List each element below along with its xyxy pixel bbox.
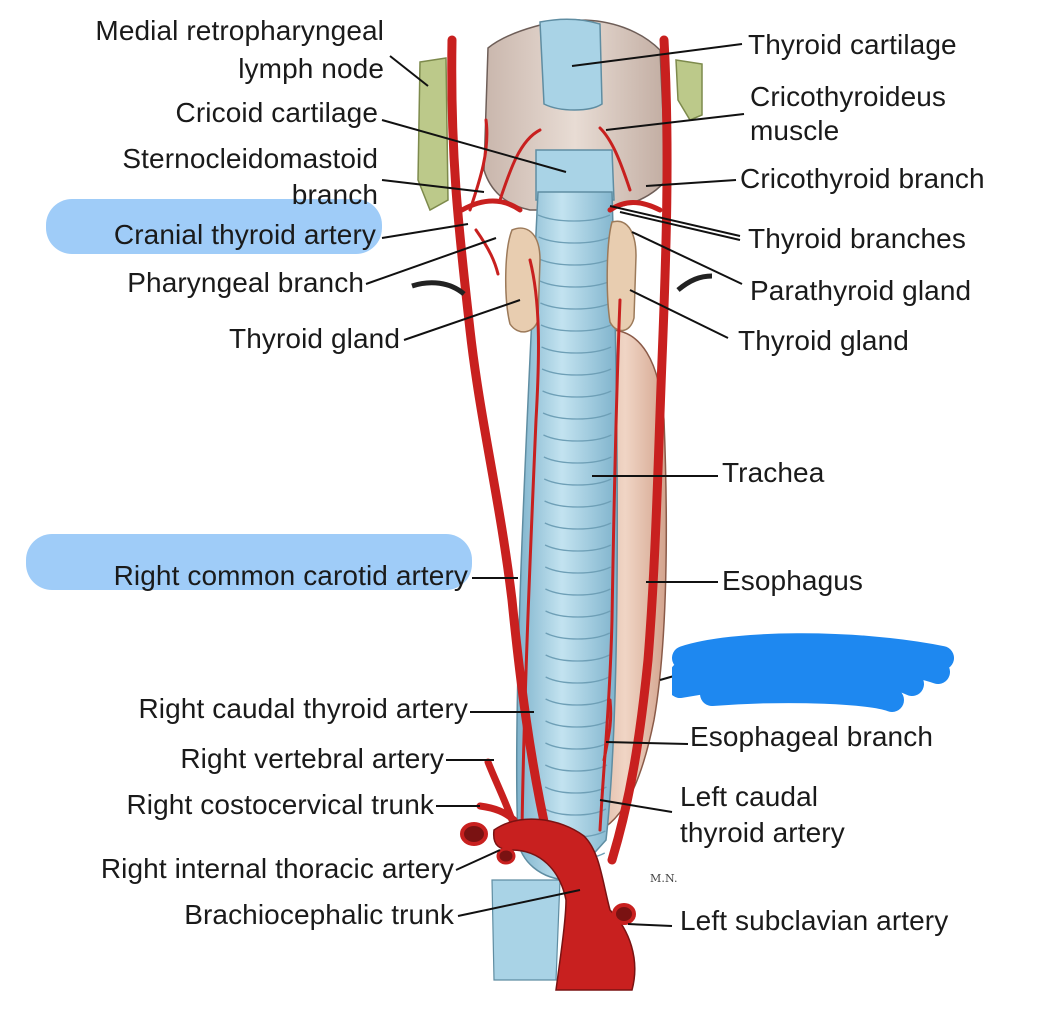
label-thyroid-cartilage: Thyroid cartilage [748,29,957,60]
label-brachiocephalic-trunk: Brachiocephalic trunk [184,899,454,930]
scribble-redaction [672,633,954,712]
leader-thyroid-branches-1 [609,205,741,237]
label-esophageal-branch: Esophageal branch [690,721,933,752]
tracheal-ring [543,478,612,486]
tracheal-ring [540,324,612,332]
label-right-internal-thoracic: Right internal thoracic artery [100,853,454,884]
esophageal-vessel [602,698,613,762]
label-right-common-carotid: Right common carotid artery [113,560,468,591]
leader-thyroid-branches-2 [619,211,741,241]
label-thyroid-branches: Thyroid branches [748,223,966,254]
tracheal-ring [545,676,610,684]
leader-medial-retro [389,55,429,87]
tracheal-ring [544,544,612,552]
label-medial-retropharyngeal-2: lymph node [238,53,384,84]
lymph-node-left [675,59,703,121]
label-left-subclavian: Left subclavian artery [680,905,949,936]
brachiocephalic-vessel [492,818,636,991]
tracheal-ring [545,698,609,706]
leader-left-subclavian [627,923,673,927]
scm-branch-vessel [468,118,489,212]
label-medial-retropharyngeal-1: Medial retropharyngeal [95,15,384,46]
thyroid-gland-right-shape [505,227,541,333]
pharyngeal-vessel [474,228,500,276]
label-right-caudal-thyroid: Right caudal thyroid artery [138,693,468,724]
right-costocervical-vessel [476,802,518,824]
tracheal-ring [544,566,612,574]
label-esophagus: Esophagus [722,565,864,596]
leader-cricothyroid-branch [645,179,737,187]
tracheal-ring [538,258,611,266]
highlight-right-common-carotid [26,534,472,590]
tracheal-ring [542,390,612,398]
thyroid-gland-left-shape [606,220,637,332]
label-cricothyroideus-1: Cricothyroideus [750,81,947,112]
tracheal-ring [543,456,612,464]
label-cricothyroideus-2: muscle [750,115,840,146]
highlight-cranial-thyroid [46,199,382,254]
leader-esophageal-branch [605,741,689,745]
label-right-costocervical: Right costocervical trunk [126,789,434,820]
label-cricoid-cartilage: Cricoid cartilage [175,97,378,128]
left-common-carotid-vessel [607,35,672,865]
hook-right [411,280,466,296]
leader-cricothyroideus [605,113,745,131]
tracheal-ring [545,588,611,596]
label-left-caudal-1: Left caudal [680,781,819,812]
left-subclavian-stump [612,903,636,925]
tracheal-rings [537,214,612,860]
label-cricothyroid-branch: Cricothyroid branch [740,163,985,194]
leader-thyroid-cartilage [571,43,743,67]
hook-left [676,273,713,292]
leader-pharyngeal [365,237,497,285]
leader-bt [457,889,581,917]
tracheal-ring [541,346,612,354]
tracheal-ring [545,654,610,662]
tracheal-ring [542,412,612,420]
label-thyroid-gland-right: Thyroid gland [229,323,400,354]
artist-signature: M.N. [650,872,678,885]
tracheal-ring [545,610,611,618]
cranial-thyroid-vessel-r [459,198,523,213]
leader-cranial-thyroid [381,223,469,239]
tracheal-ring [544,500,612,508]
label-scm-1: Sternocleidomastoid [122,143,378,174]
tracheal-ring [545,720,609,728]
leader-thyroid-r [403,299,521,341]
tracheal-ring [537,214,611,222]
tracheal-ring [538,236,611,244]
tracheal-ring [544,522,612,530]
thyroid-cartilage-shape [539,18,603,111]
cricoid-shape [535,149,615,201]
label-scm-2: branch [291,179,378,210]
leader-parathyroid [631,231,743,285]
trachea-bottom [491,879,561,981]
leader-scm [381,179,485,193]
leader-thyroid-l [629,289,729,339]
leader-cricoid [381,119,567,173]
tracheal-ring [545,764,608,772]
label-cranial-thyroid-artery: Cranial thyroid artery [113,219,376,250]
label-pharyngeal-branch: Pharyngeal branch [127,267,364,298]
right-internal-thoracic-stump-2 [496,847,516,865]
tracheal-ring [543,434,612,442]
tracheal-ring [541,368,612,376]
tracheal-ring [545,742,608,750]
label-thyroid-gland-left: Thyroid gland [738,325,909,356]
cricothyroid-vessel-l [598,126,632,192]
label-left-caudal-2: thyroid artery [680,817,845,848]
label-right-vertebral: Right vertebral artery [180,743,444,774]
tracheal-ring [545,632,611,640]
right-internal-thoracic-stump [460,822,488,846]
label-parathyroid-gland: Parathyroid gland [750,275,972,306]
cranial-thyroid-vessel-l [607,200,663,213]
leader-rita [455,849,501,871]
tracheal-ring [539,280,611,288]
tracheal-ring [540,302,612,310]
right-caudal-thyroid-vessel [520,258,540,832]
label-trachea: Trachea [722,457,825,488]
leader-left-caudal [599,799,673,813]
